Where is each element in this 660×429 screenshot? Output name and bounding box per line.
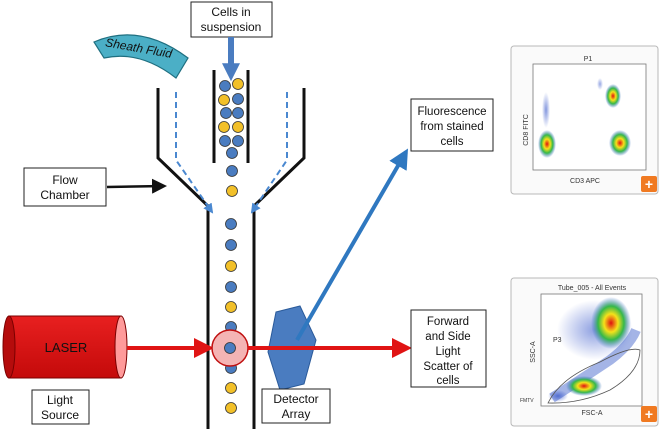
svg-text:Source: Source — [41, 408, 79, 422]
plot-top-clusters — [538, 78, 631, 158]
svg-text:and Side: and Side — [425, 331, 470, 343]
plot-top-expand-button[interactable] — [641, 176, 657, 192]
interrogated-cell — [224, 342, 236, 354]
svg-text:Chamber: Chamber — [40, 188, 89, 202]
fluorescence-arrow — [295, 148, 409, 342]
svg-text:LASER: LASER — [45, 340, 88, 355]
svg-text:Detector: Detector — [273, 392, 318, 406]
plus-icon: + — [645, 406, 653, 422]
scatter-label: Forward and Side Light Scatter of cells — [410, 309, 487, 388]
svg-text:Fluorescence: Fluorescence — [417, 106, 486, 118]
svg-text:Light: Light — [436, 346, 462, 358]
svg-text:Light: Light — [47, 393, 74, 407]
sample-tube — [212, 70, 250, 163]
svg-text:cells: cells — [436, 375, 459, 387]
flow-chamber-label: Flow Chamber — [23, 167, 107, 207]
cells-in-tube — [218, 78, 244, 197]
plot-bottom-xlabel: FSC-A — [582, 410, 603, 417]
svg-text:Array: Array — [282, 407, 311, 421]
cd8-cd3-dot-plot[interactable]: P1 CD8 FITC CD3 APC + — [510, 45, 659, 195]
svg-text:suspension: suspension — [201, 20, 262, 34]
fluorescence-label: Fluorescence from stained cells — [410, 98, 494, 152]
light-source-label: Light Source — [31, 389, 90, 425]
plot-top-ylabel: CD8 FITC — [523, 114, 530, 146]
plot-bottom-expand-button[interactable] — [641, 406, 657, 422]
cells-single-file — [225, 218, 237, 414]
plot-bottom-corner-label: FMTV — [520, 398, 534, 404]
plot-bottom-gate-label: P3 — [553, 337, 562, 344]
plot-bottom-title: Tube_005 - All Events — [558, 285, 627, 292]
svg-text:Cells in: Cells in — [211, 5, 250, 19]
laser-source: LASER — [2, 315, 128, 379]
svg-text:from stained: from stained — [420, 121, 483, 133]
plot-bottom-clusters — [547, 297, 641, 404]
ssc-fsc-dot-plot[interactable]: Tube_005 - All Events P3 SSC-A FSC-A FMT… — [510, 277, 659, 427]
plot-top-title: P1 — [584, 56, 593, 63]
plus-icon: + — [645, 176, 653, 192]
sheath-flow-arrows — [175, 92, 288, 214]
svg-text:Forward: Forward — [427, 316, 469, 328]
svg-text:Flow: Flow — [52, 173, 78, 187]
cells-in-suspension-label: Cells in suspension — [190, 1, 273, 38]
plot-bottom-ylabel: SSC-A — [530, 341, 537, 363]
plot-top-xlabel: CD3 APC — [570, 178, 600, 185]
svg-text:cells: cells — [440, 136, 463, 148]
svg-text:Scatter of: Scatter of — [423, 361, 473, 373]
sheath-fluid-banner: Sheath Fluid — [93, 34, 189, 79]
flow-chamber-walls — [156, 88, 306, 429]
flow-chamber-pointer — [106, 178, 167, 194]
detector-array-label: Detector Array — [261, 388, 331, 424]
